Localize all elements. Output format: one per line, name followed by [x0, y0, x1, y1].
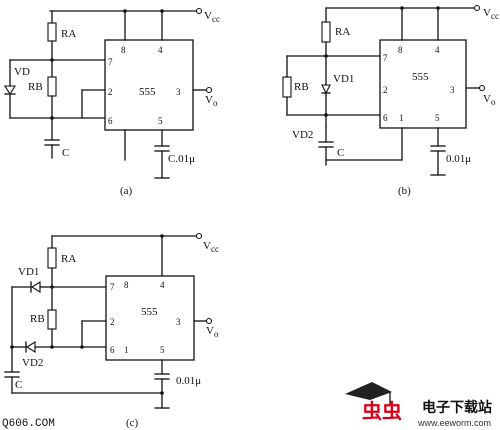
svg-text:7: 7	[383, 53, 388, 63]
resistor-ra-a	[47, 22, 57, 42]
diode-vd1-b	[321, 84, 331, 95]
rb-label-c: RB	[30, 313, 45, 325]
svg-text:1: 1	[399, 113, 404, 123]
resistor-ra-b	[321, 21, 331, 43]
svg-text:7: 7	[110, 282, 115, 292]
watermark-logo: 虫虫	[362, 399, 402, 423]
circuit-c: Vcc RA RB VD1 VD2 C 555	[4, 232, 219, 429]
svg-text:3: 3	[176, 87, 181, 97]
svg-text:2: 2	[110, 317, 115, 327]
cap-label-c: 0.01μ	[176, 375, 201, 387]
svg-text:1: 1	[124, 345, 129, 355]
chip-555-b	[379, 39, 467, 129]
vo-label-c: Vo	[206, 325, 219, 339]
rb-label-a: RB	[28, 81, 43, 93]
chip-555-a	[104, 39, 194, 131]
svg-text:4: 4	[160, 280, 165, 290]
svg-text:8: 8	[124, 280, 129, 290]
chip-label-b: 555	[412, 71, 429, 83]
diode-vd2-c	[25, 341, 36, 353]
svg-text:5: 5	[435, 113, 440, 123]
circuit-b: Vcc RA RB VD1 VD2 C 555 8 4 7	[282, 4, 499, 197]
c-label-b: C	[337, 147, 344, 159]
vo-terminal-b	[478, 84, 486, 92]
ra-label-b: RA	[335, 26, 350, 38]
vcc-label-c: Vcc	[203, 240, 219, 254]
chip-label-a: 555	[139, 86, 156, 98]
c-label-c: C	[15, 379, 22, 391]
svg-text:8: 8	[398, 45, 403, 55]
cap-label-b: 0.01μ	[446, 153, 471, 165]
svg-text:6: 6	[108, 116, 113, 126]
resistor-ra-c	[47, 247, 57, 269]
vo-terminal-a	[205, 86, 213, 94]
svg-text:4: 4	[435, 45, 440, 55]
vd1-label-c: VD1	[18, 266, 39, 278]
vo-label-a: Vo	[205, 94, 218, 108]
cap-label-a: C.01μ	[168, 153, 195, 165]
vd1-label-b: VD1	[333, 73, 354, 85]
resistor-rb-b	[282, 76, 292, 98]
watermark: 虫虫 电子下载站 www.eeworm.com	[345, 382, 492, 428]
svg-text:3: 3	[176, 317, 181, 327]
vd2-label-c: VD2	[22, 357, 43, 369]
vo-terminal-c	[205, 317, 213, 325]
svg-text:2: 2	[108, 87, 113, 97]
vcc-terminal-a	[195, 7, 203, 15]
diode-vd1-c	[30, 281, 41, 293]
svg-text:5: 5	[158, 116, 163, 126]
source-label: Q606.COM	[2, 418, 55, 430]
vd-label-a: VD	[14, 66, 30, 78]
vo-label-b: Vo	[483, 93, 496, 107]
svg-text:3: 3	[450, 85, 455, 95]
svg-text:8: 8	[121, 45, 126, 55]
chip-label-c: 555	[141, 306, 158, 318]
circuit-a: Vcc RA RB VD C 555 8 4 7 2 3 6 5	[4, 7, 220, 197]
caption-a: (a)	[120, 185, 133, 197]
rb-label-b: RB	[294, 81, 309, 93]
ra-label-a: RA	[61, 28, 76, 40]
vcc-terminal-b	[473, 4, 481, 12]
svg-text:4: 4	[158, 45, 163, 55]
caption-b: (b)	[398, 185, 411, 197]
ra-label-c: RA	[61, 253, 76, 265]
vcc-terminal-c	[195, 232, 203, 240]
vd2-label-b: VD2	[292, 129, 313, 141]
svg-text:6: 6	[383, 113, 388, 123]
mortarboard-icon	[345, 382, 392, 400]
watermark-url: www.eeworm.com	[417, 418, 491, 428]
svg-text:5: 5	[160, 345, 165, 355]
chip-555-c	[105, 275, 195, 361]
vcc-label-b: Vcc	[483, 7, 499, 21]
watermark-brand: 电子下载站	[422, 399, 492, 415]
vcc-label-a: Vcc	[204, 10, 220, 24]
resistor-rb-c	[47, 309, 57, 330]
svg-text:7: 7	[108, 57, 113, 67]
caption-c: (c)	[126, 417, 139, 429]
svg-text:6: 6	[110, 345, 115, 355]
resistor-rb-a	[47, 76, 57, 97]
svg-text:2: 2	[383, 85, 388, 95]
c-label-a: C	[62, 147, 69, 159]
